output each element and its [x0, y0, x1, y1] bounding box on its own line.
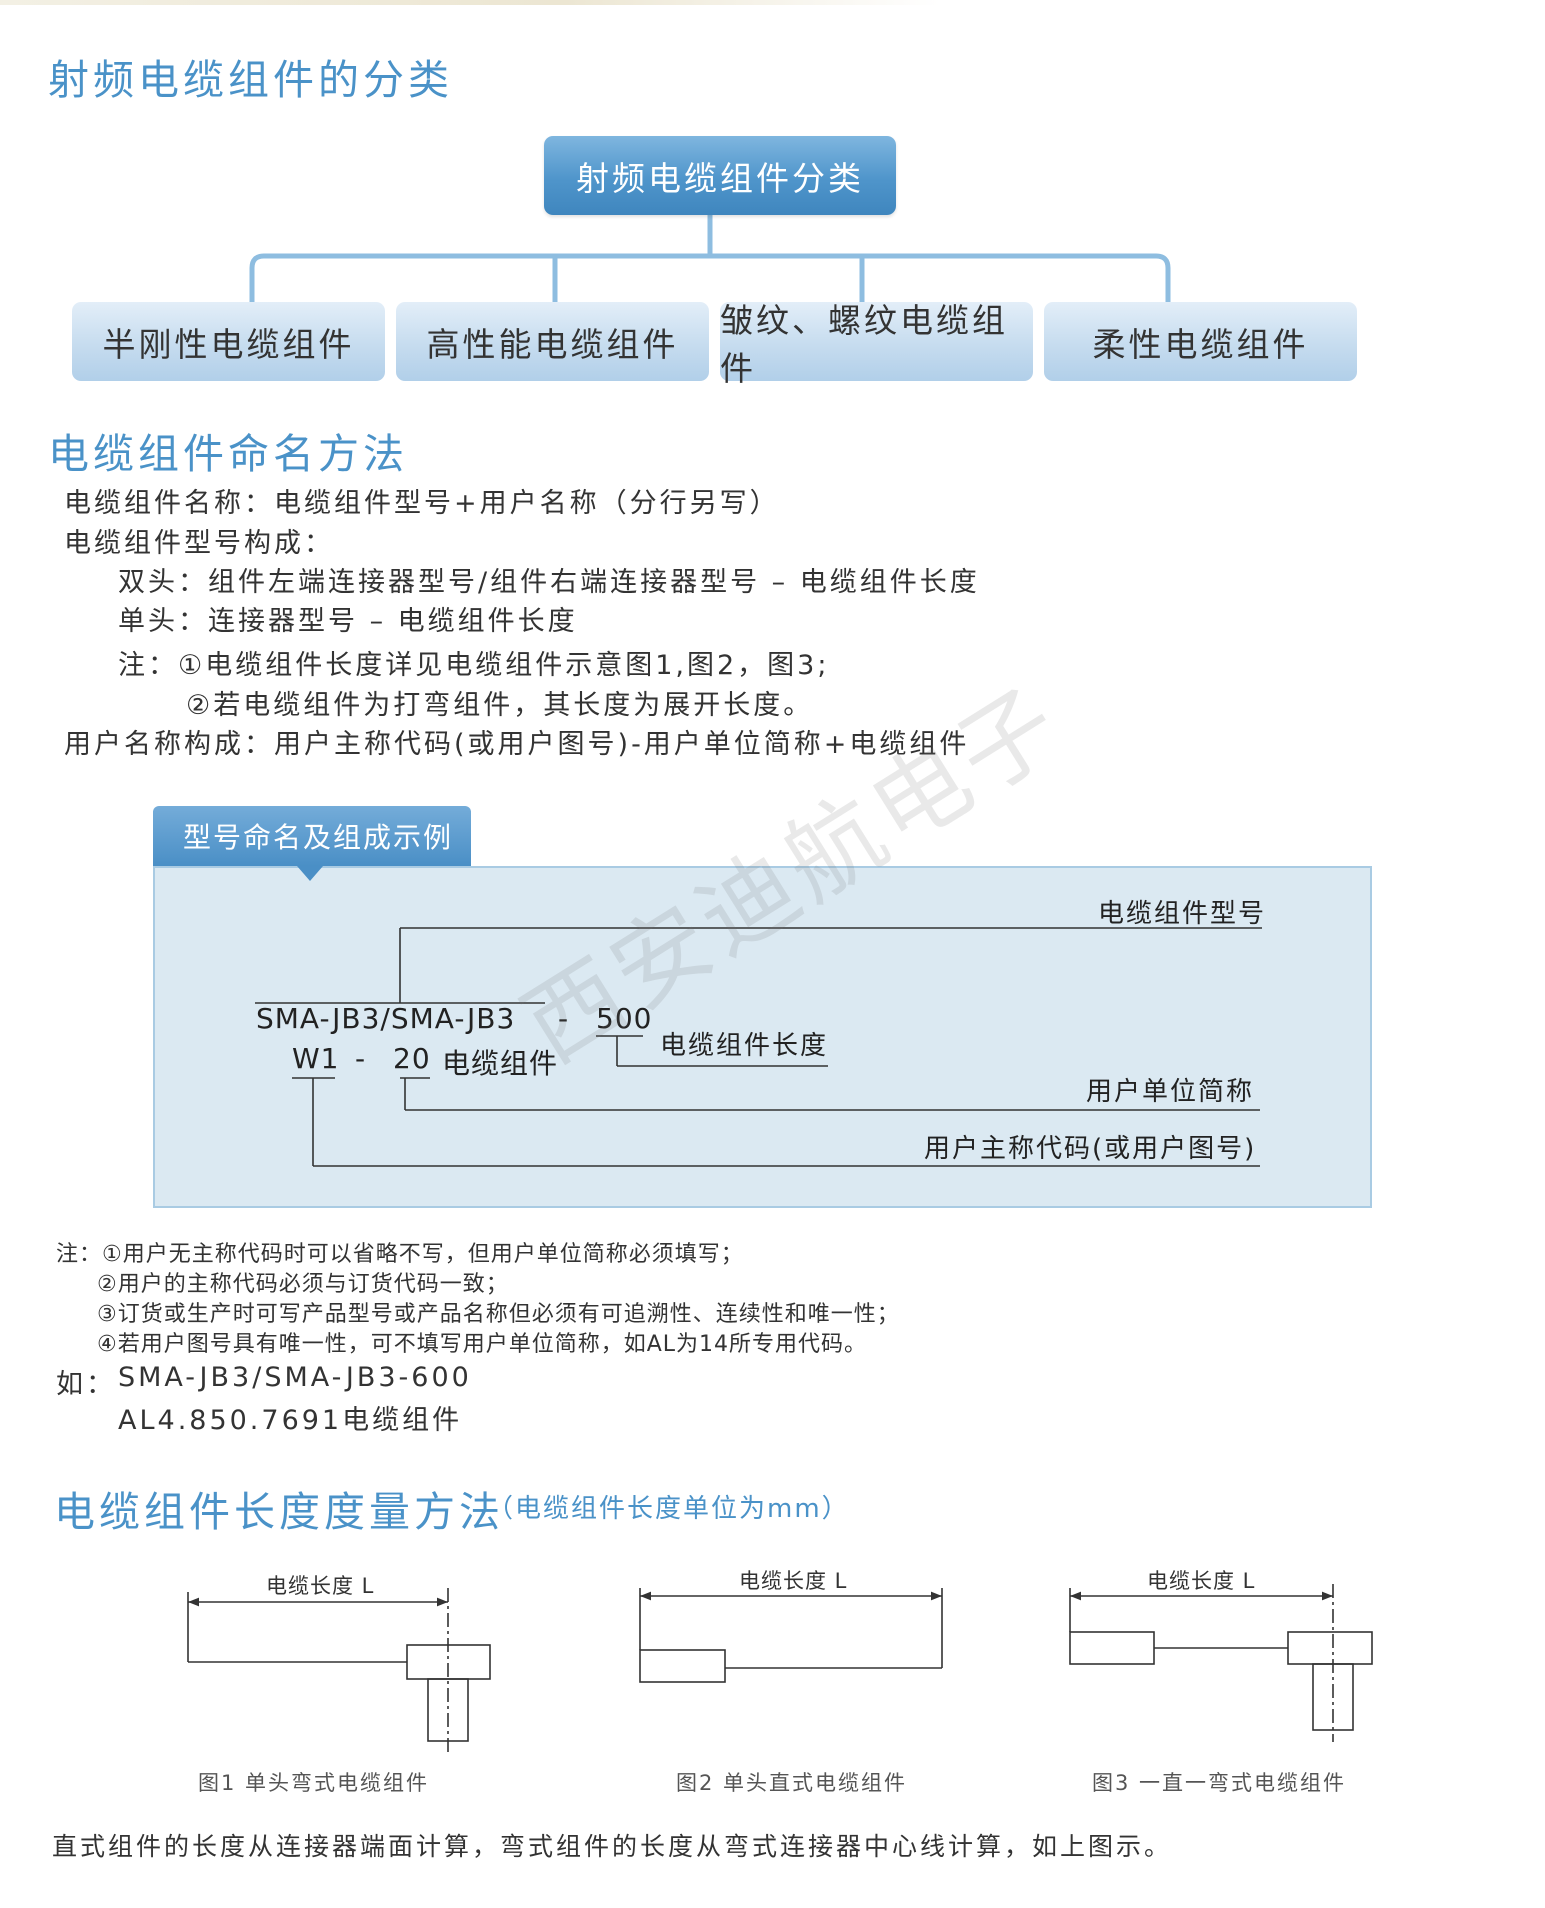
- tree-leaf-semi-rigid: 半刚性电缆组件: [72, 302, 385, 381]
- example-dash-1: -: [558, 1002, 570, 1035]
- footer-note: 直式组件的长度从连接器端面计算，弯式组件的长度从弯式连接器中心线计算，如上图示。: [52, 1832, 1173, 1861]
- figure-1-drawing: [187, 1588, 491, 1755]
- note-4: ④若用户图号具有唯一性，可不填写用户单位简称，如AL为14所专用代码。: [97, 1332, 868, 1357]
- sample-line-2: AL4.850.7691电缆组件: [118, 1405, 463, 1436]
- figure-2-drawing: [639, 1588, 943, 1683]
- example-label-code: 用户主称代码(或用户图号): [924, 1134, 1257, 1164]
- example-tab-pointer: [297, 866, 323, 881]
- figure-1-caption: 图1 单头弯式电缆组件: [198, 1771, 430, 1795]
- figure-2-length-label: 电缆长度 L: [739, 1569, 848, 1593]
- tree-connectors: [249, 215, 1171, 302]
- naming-note-2: ②若电缆组件为打弯组件，其长度为展开长度。: [186, 690, 814, 721]
- example-panel: [153, 866, 1372, 1208]
- example-dash-2: -: [355, 1042, 367, 1075]
- note-2: ②用户的主称代码必须与订货代码一致；: [97, 1272, 509, 1297]
- figure-2-caption: 图2 单头直式电缆组件: [676, 1771, 908, 1795]
- example-code-20: 20: [393, 1042, 431, 1075]
- example-length-value: 500: [596, 1002, 653, 1035]
- top-decor-bar: [0, 0, 940, 5]
- section-title-measurement: 电缆组件长度度量方法: [54, 1488, 504, 1536]
- tree-leaf-flexible: 柔性电缆组件: [1044, 302, 1357, 381]
- naming-line-2: 电缆组件型号构成：: [64, 528, 334, 559]
- sample-prefix: 如：: [56, 1369, 116, 1400]
- example-code-w1: W1: [292, 1042, 340, 1075]
- naming-line-user: 用户名称构成：用户主称代码(或用户图号)-用户单位简称+电缆组件: [64, 729, 970, 760]
- naming-line-4: 单头：连接器型号 – 电缆组件长度: [118, 606, 578, 637]
- sample-line-1: SMA-JB3/SMA-JB3-600: [118, 1362, 472, 1393]
- tree-leaf-high-performance: 高性能电缆组件: [396, 302, 709, 381]
- example-label-unit: 用户单位简称: [1086, 1077, 1255, 1107]
- tree-leaf-corrugated: 皱纹、螺纹电缆组件: [720, 301, 1033, 388]
- length-figures: [187, 1584, 1373, 1755]
- tree-root-node: 射频电缆组件分类: [544, 136, 896, 215]
- example-leader-lines: [255, 927, 1262, 1167]
- figure-3-drawing: [1069, 1584, 1373, 1742]
- naming-line-1: 电缆组件名称：电缆组件型号+用户名称（分行另写）: [64, 488, 780, 519]
- section-title-naming: 电缆组件命名方法: [48, 430, 408, 478]
- example-code-line: SMA-JB3/SMA-JB3: [256, 1002, 516, 1035]
- naming-note-1: 注：①电缆组件长度详见电缆组件示意图1,图2，图3;: [118, 650, 830, 681]
- figure-3-caption: 图3 一直一弯式电缆组件: [1092, 1771, 1347, 1795]
- figure-1-length-label: 电缆长度 L: [266, 1574, 375, 1598]
- section-title-classification: 射频电缆组件的分类: [48, 56, 453, 104]
- naming-line-3: 双头：组件左端连接器型号/组件右端连接器型号 – 电缆组件长度: [118, 567, 980, 598]
- example-code-suffix: 电缆组件: [442, 1047, 559, 1080]
- note-3: ③订货或生产时可写产品型号或产品名称但必须有可追溯性、连续性和唯一性；: [97, 1302, 900, 1327]
- example-label-model: 电缆组件型号: [1098, 899, 1267, 929]
- example-label-length: 电缆组件长度: [660, 1031, 829, 1061]
- section-subtitle-unit: （电缆组件长度单位为mm）: [487, 1494, 850, 1524]
- note-1: 注：①用户无主称代码时可以省略不写，但用户单位简称必须填写；: [56, 1242, 744, 1267]
- figure-3-length-label: 电缆长度 L: [1147, 1569, 1256, 1593]
- example-tab: 型号命名及组成示例: [153, 806, 471, 866]
